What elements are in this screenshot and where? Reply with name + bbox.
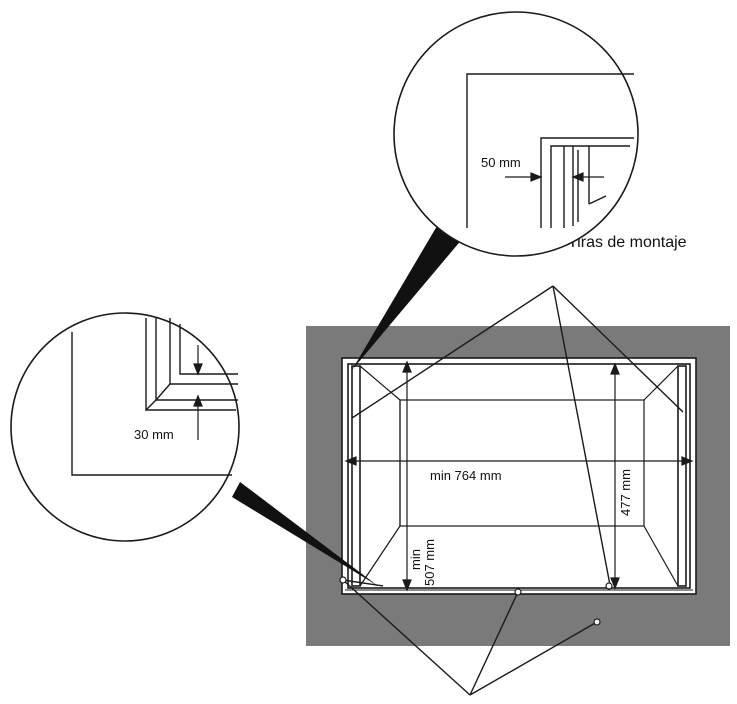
inner-height-dimension-line xyxy=(610,362,620,590)
width-dimension-line xyxy=(344,456,694,466)
inner-height-dimension-label: 477 mm xyxy=(618,469,633,516)
mounting-strips-label: Tiras de montaje xyxy=(568,234,687,251)
top-detail-dimension-label: 50 mm xyxy=(481,155,521,170)
min-height-dimension-line xyxy=(402,360,412,592)
left-detail-magnifier: 30 mm xyxy=(10,312,240,542)
min-height-label-line1: min xyxy=(408,549,423,570)
left-detail-dimension-label: 30 mm xyxy=(134,427,174,442)
mounting-strips-leaders xyxy=(351,285,684,586)
fixing-point-markers xyxy=(339,576,613,626)
fixing-points-leaders xyxy=(342,579,598,696)
top-detail-magnifier: 50 mm xyxy=(393,11,639,257)
min-height-label-line2: 507 mm xyxy=(422,539,437,586)
top-detail-pointer xyxy=(352,226,463,370)
left-detail-pointer xyxy=(232,482,378,586)
niche-opening xyxy=(341,357,697,595)
width-dimension-label: min 764 mm xyxy=(430,468,502,483)
